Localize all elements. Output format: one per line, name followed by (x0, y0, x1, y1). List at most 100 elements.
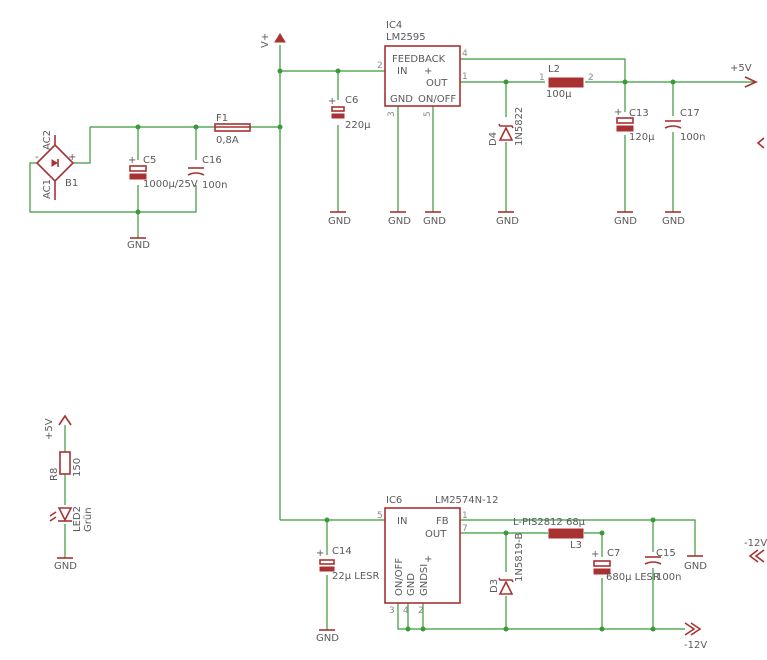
junctions (135, 68, 676, 632)
capacitor-c5: + C5 1000µ/25V (128, 155, 198, 190)
b1-label: B1 (65, 178, 78, 189)
ic4-pin-in: IN (397, 66, 407, 77)
ic6-pinnum-5: 5 (377, 511, 383, 521)
svg-text:GND: GND (54, 561, 77, 572)
gnd-c14: GND (316, 629, 339, 644)
c7-plus: + (591, 549, 599, 560)
svg-text:GND: GND (423, 216, 446, 227)
ic4-pinnum-4: 4 (462, 49, 468, 59)
ic4-pinnum-1: 1 (462, 72, 468, 82)
c16-value: 100n (202, 180, 227, 191)
svg-text:GND: GND (316, 633, 339, 644)
gnd-d4: GND (496, 211, 519, 227)
ic6-pinnum-2: 2 (418, 606, 424, 616)
svg-text:GND: GND (388, 216, 411, 227)
offscreen-partial-symbol (756, 137, 765, 149)
capacitor-c13: + C13 120µ (614, 107, 655, 143)
ic4-type: LM2595 (386, 32, 426, 43)
c6-value: 220µ (345, 120, 371, 131)
c7-value: 680µ LESR (606, 572, 660, 583)
ic6-lm2574: IC6 LM2574N-12 IN FB OUT + ON/OFF GND GN… (377, 495, 498, 616)
svg-text:GND: GND (496, 216, 519, 227)
capacitor-c7: + C7 680µ LESR (591, 548, 660, 583)
c13-plus: + (614, 107, 622, 118)
c14-plus: + (316, 548, 324, 559)
b1-plus: + (68, 152, 76, 163)
ic6-type: LM2574N-12 (435, 495, 498, 506)
c5-name: C5 (143, 155, 156, 166)
ic4-plus: + (424, 66, 432, 77)
d4-value: 1N5822 (514, 107, 525, 146)
c16-name: C16 (202, 155, 222, 166)
c6-plus: + (328, 96, 336, 107)
c14-name: C14 (332, 546, 352, 557)
svg-text:GND: GND (328, 216, 351, 227)
minus12v-right-label: -12V (744, 538, 767, 549)
ic6-name: IC6 (386, 495, 402, 506)
svg-text:GND: GND (127, 240, 150, 251)
gnd-input: GND (127, 237, 150, 251)
led-led2: LED2 Grün (49, 506, 94, 532)
d3-value: 1N5819-B (514, 532, 525, 582)
vplus-supply-symbol: V+ (260, 33, 286, 48)
d3-name: D3 (489, 579, 500, 593)
gnd-ic4-pin3: GND (388, 211, 411, 227)
ic4-lm2595: IC4 LM2595 FEEDBACK IN + OUT GND ON/OFF … (377, 20, 468, 117)
gnd-c15-right: GND (684, 555, 707, 572)
ic4-pinnum-2: 2 (377, 61, 383, 71)
vplus-label: V+ (260, 33, 271, 48)
f1-value: 0,8A (216, 135, 239, 146)
ic6-pin-onoff: ON/OFF (394, 558, 405, 596)
ic6-pinnum-1: 1 (462, 511, 468, 521)
capacitor-c6: + C6 220µ (328, 95, 371, 131)
svg-text:GND: GND (662, 216, 685, 227)
c15-name: C15 (656, 548, 676, 559)
c13-name: C13 (629, 108, 649, 119)
c15-value: 100n (656, 572, 681, 583)
plus5v-led-label: +5V (44, 418, 55, 440)
ic6-pin-fb: FB (436, 516, 449, 527)
r8-name: R8 (49, 468, 60, 481)
diode-d3: D3 1N5819-B (489, 532, 525, 595)
c17-name: C17 (680, 108, 700, 119)
resistor-r8: R8 150 (49, 451, 83, 481)
gnd-c6: GND (328, 211, 351, 227)
l3-name: L3 (570, 540, 582, 551)
l2-pin-1: 1 (539, 73, 545, 83)
inductor-l3: L-PIS2812 68µ L3 (513, 517, 586, 551)
f1-name: F1 (216, 113, 228, 124)
ac1-label: AC1 (42, 179, 53, 199)
bridge-rectifier-b1: AC2 AC1 B1 - + (35, 130, 78, 200)
c14-value: 22µ LESR (332, 571, 380, 582)
ic6-pinnum-7: 7 (462, 524, 468, 534)
r8-value: 150 (72, 458, 83, 477)
capacitor-c14: + C14 22µ LESR (316, 546, 380, 582)
ic4-pinnum-3: 3 (387, 111, 397, 117)
gnd-ic4-pin5: GND (423, 211, 446, 227)
plus5v-led-supply: +5V (44, 414, 72, 440)
ground-symbols: GND GND GND GND GND GND GND GND GND GND (54, 211, 707, 644)
ic4-pin-feedback: FEEDBACK (392, 54, 446, 65)
c5-plus: + (128, 155, 136, 166)
fuse-f1: F1 0,8A (214, 113, 251, 146)
inductor-l2: L2 100µ 1 2 (539, 64, 594, 100)
svg-text:GND: GND (614, 216, 637, 227)
gnd-c17: GND (662, 211, 685, 227)
ic4-pin-out: OUT (426, 78, 448, 89)
ic4-pin-onoff: ON/OFF (418, 94, 456, 105)
minus12v-right-arrow: -12V (744, 538, 767, 563)
led2-value: Grün (83, 507, 94, 532)
ic4-pinnum-5: 5 (423, 111, 433, 117)
svg-text:GND: GND (684, 561, 707, 572)
ic6-pin-gndsi: GNDSI (419, 564, 430, 596)
l3-value: L-PIS2812 68µ (513, 517, 586, 528)
minus12v-bottom-arrow: -12V (684, 622, 707, 651)
b1-minus: - (35, 152, 39, 163)
minus12v-bottom-label: -12V (684, 640, 707, 651)
plus5v-output-arrow: +5V (730, 63, 758, 88)
gnd-led: GND (54, 557, 77, 572)
capacitor-c16: C16 100n (187, 155, 227, 191)
capacitor-c15: C15 100n (644, 548, 681, 583)
led2-name: LED2 (72, 506, 83, 532)
